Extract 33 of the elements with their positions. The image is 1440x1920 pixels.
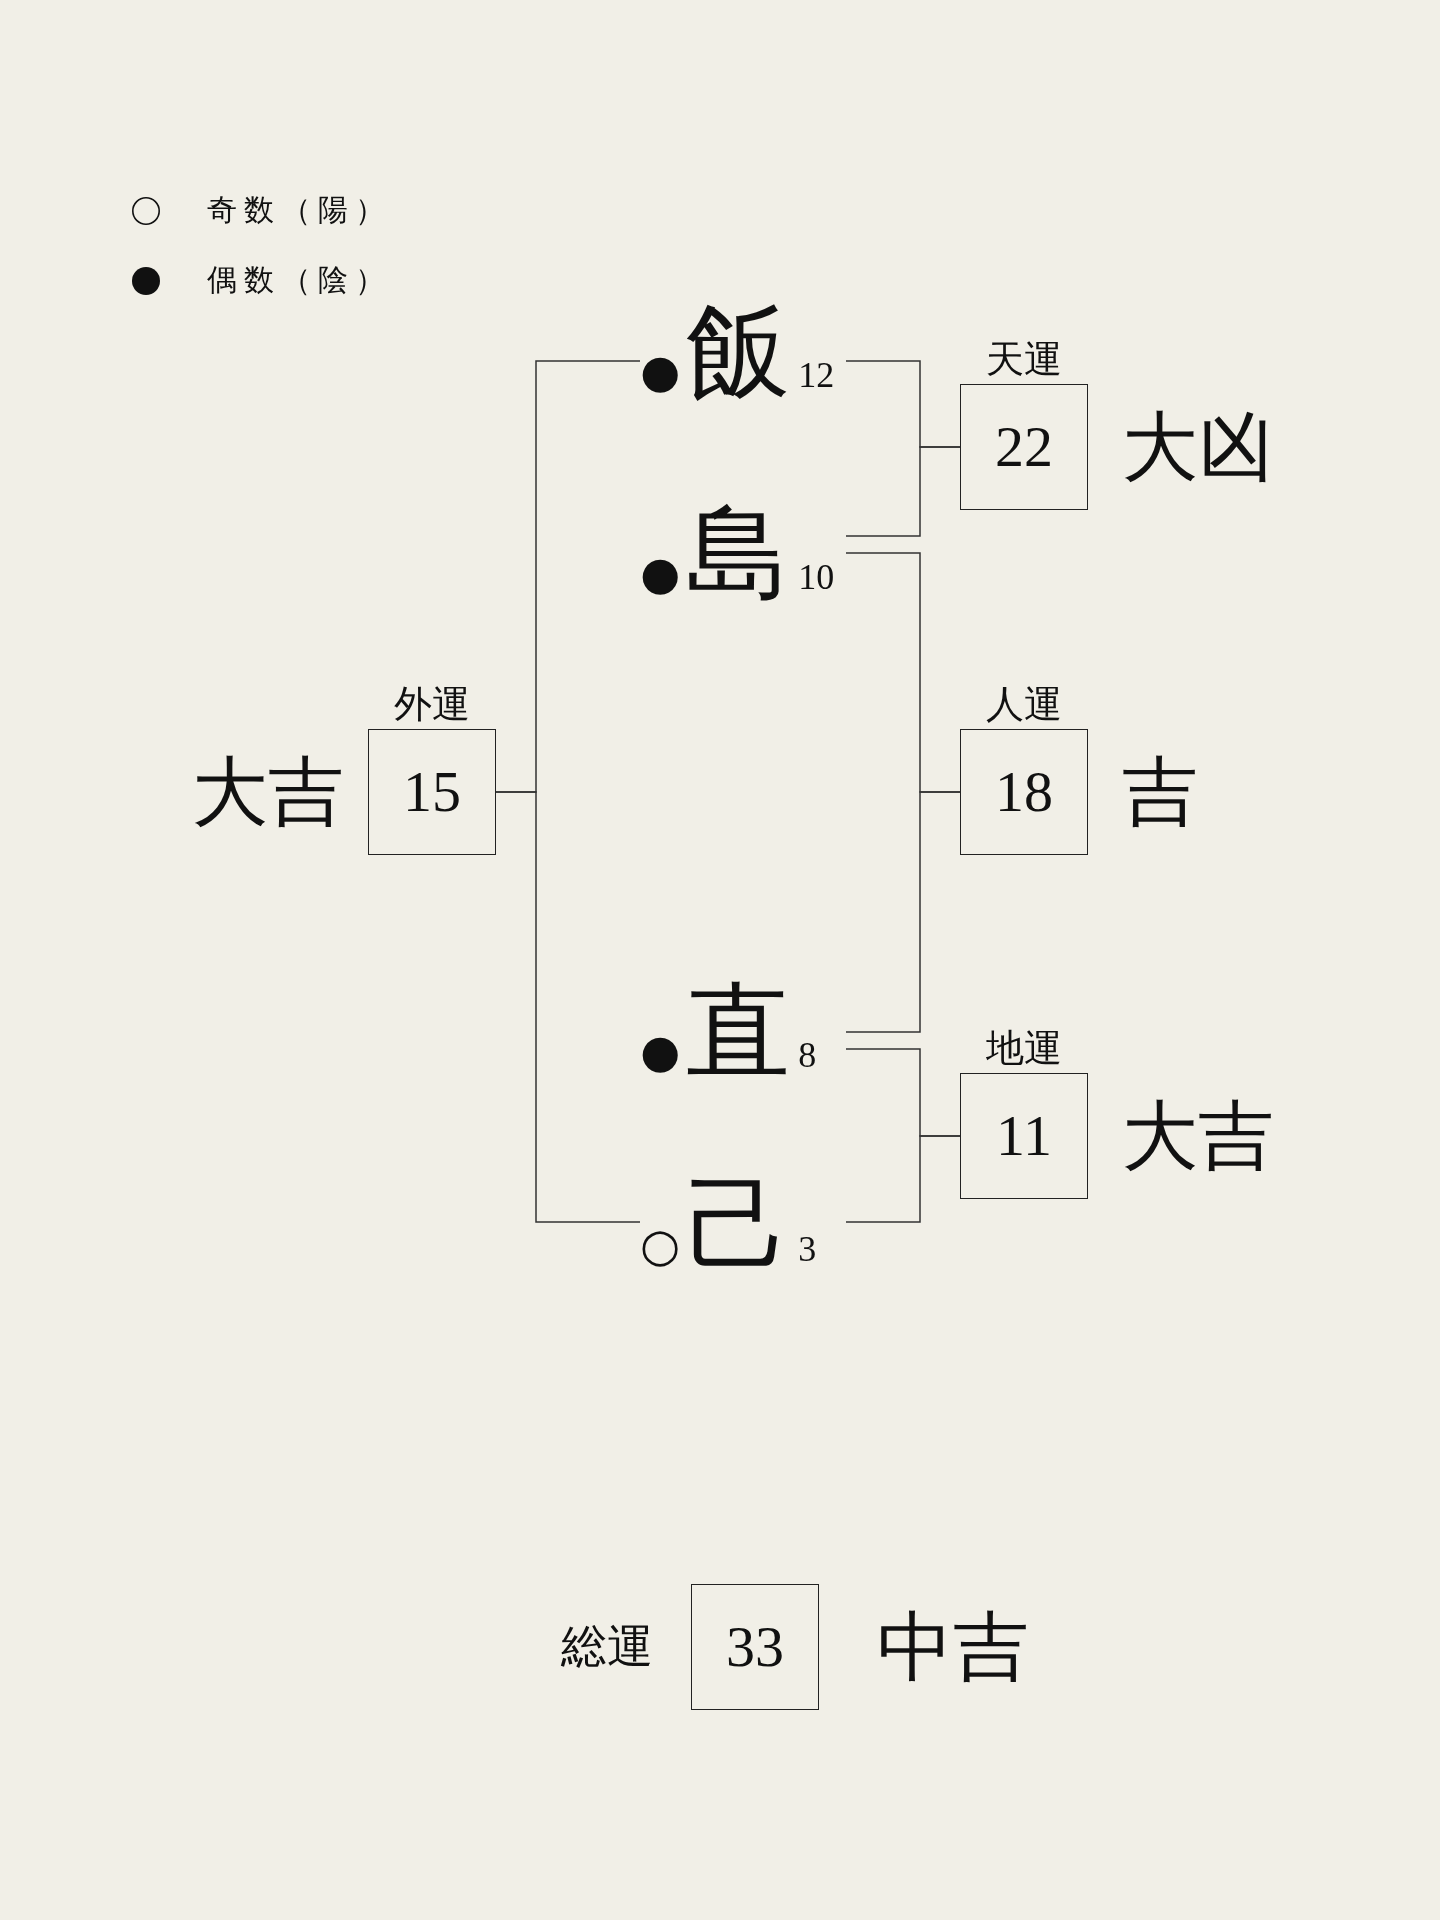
- score-box: 15: [368, 729, 496, 855]
- stroke-count: 3: [798, 1231, 817, 1267]
- bracket-connector: [845, 446, 961, 537]
- bracket-connector: [845, 1135, 961, 1223]
- name-character: 島: [686, 502, 791, 606]
- score-heading: 地運: [986, 1026, 1062, 1071]
- score-heading: 総運: [561, 1622, 653, 1672]
- score-heading: 天運: [986, 337, 1062, 382]
- name-character: 飯: [686, 300, 791, 404]
- bracket-connector: [495, 791, 641, 1223]
- score-box: 22: [960, 384, 1088, 510]
- score-box: 11: [960, 1073, 1088, 1199]
- stroke-count: 12: [798, 357, 835, 393]
- stroke-count: 8: [798, 1037, 817, 1073]
- name-character: 直: [686, 980, 791, 1084]
- parity-mark: ●: [640, 550, 681, 596]
- parity-mark: ●: [640, 1028, 681, 1074]
- parity-mark: ○: [640, 1222, 681, 1268]
- legend-label: 奇数（陽）: [207, 192, 392, 228]
- score-heading: 人運: [986, 682, 1062, 727]
- score-heading: 外運: [394, 682, 470, 727]
- legend-label: 偶数（陰）: [207, 262, 392, 298]
- fortune-rating: 吉: [1122, 749, 1198, 836]
- fortune-rating: 中吉: [877, 1604, 1029, 1691]
- name-character: 己: [686, 1174, 791, 1278]
- stroke-count: 10: [798, 559, 835, 595]
- score-box: 18: [960, 729, 1088, 855]
- bracket-connector: [845, 791, 961, 1033]
- score-box: 33: [691, 1584, 819, 1710]
- fortune-rating: 大吉: [1122, 1093, 1274, 1180]
- parity-mark: ●: [640, 348, 681, 394]
- fortune-rating: 大吉: [192, 749, 344, 836]
- fortune-rating: 大凶: [1122, 404, 1274, 491]
